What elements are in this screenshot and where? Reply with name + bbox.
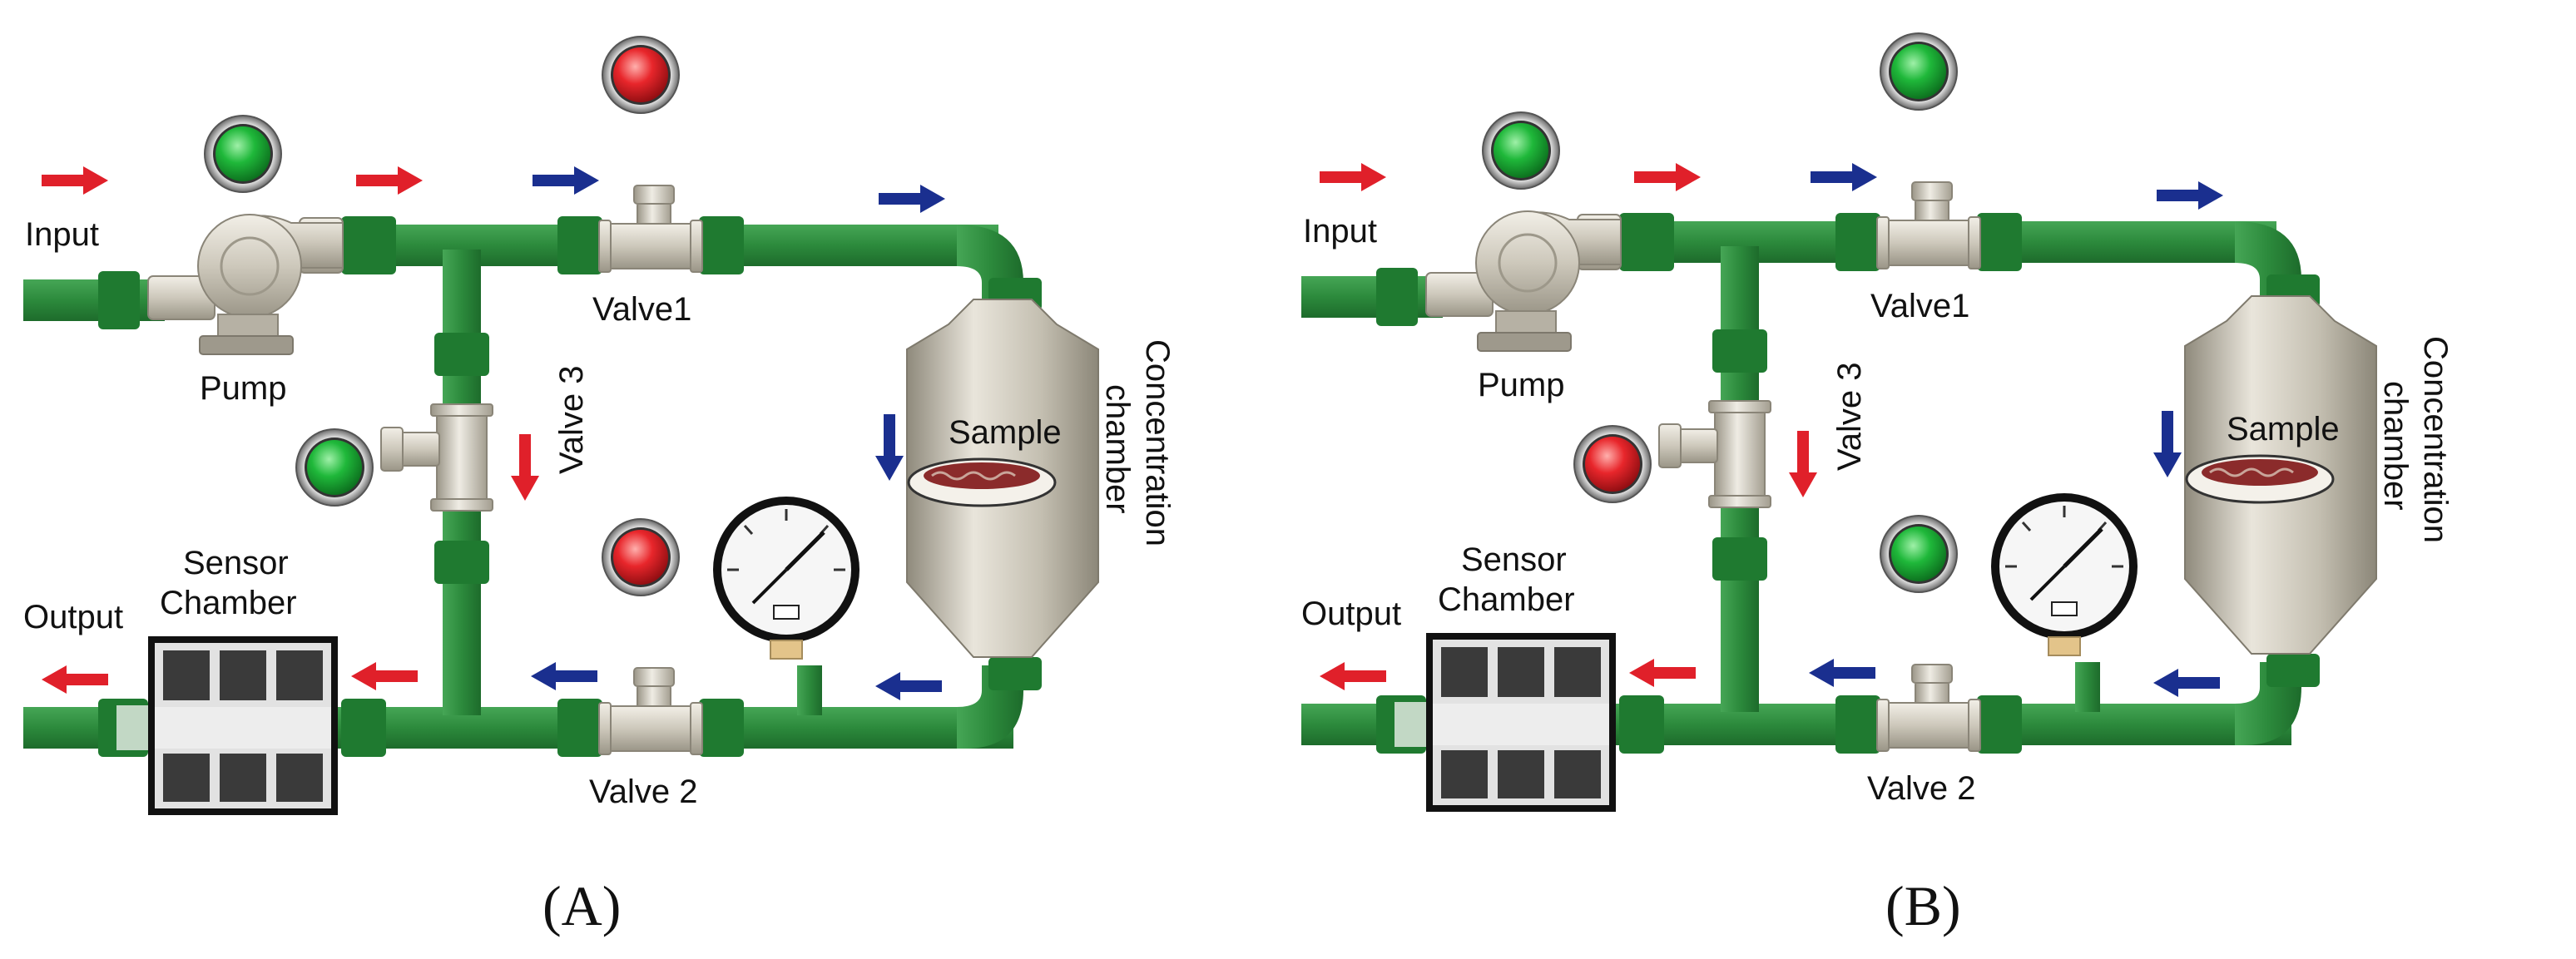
concentration-chamber-label-line1: Concentration	[1139, 339, 1176, 546]
panel-a-caption: (A)	[542, 874, 621, 937]
valve1-label: Valve1	[1870, 288, 1969, 324]
valve3-indicator-light	[295, 428, 374, 507]
pump-label: Pump	[200, 370, 287, 407]
input-label: Input	[1303, 213, 1377, 250]
valve1-label: Valve1	[592, 291, 691, 328]
panel-b-schematic	[1301, 163, 2376, 812]
valve3-indicator-light	[1573, 425, 1652, 503]
pump-indicator-light	[204, 115, 282, 193]
sample-label: Sample	[949, 414, 1062, 451]
panel-b: Input Output Pump Valve1 Valve 2 Valve 3…	[1301, 32, 2454, 937]
sample-label: Sample	[2227, 411, 2340, 447]
pump-indicator-light	[1482, 111, 1560, 190]
concentration-chamber-label-line2: chamber	[2377, 381, 2414, 511]
sensor-chamber-label-line2: Chamber	[1438, 581, 1575, 618]
sensor-chamber-label-line2: Chamber	[160, 585, 297, 621]
output-label: Output	[23, 599, 123, 635]
valve1-indicator-light	[1880, 32, 1958, 111]
panel-a-schematic	[23, 166, 1098, 815]
valve1-indicator-light	[602, 36, 680, 114]
concentration-chamber-label-line1: Concentration	[2417, 336, 2454, 543]
pump-label: Pump	[1478, 367, 1565, 403]
valve3-label: Valve 3	[1831, 363, 1868, 471]
concentration-chamber-label-line2: chamber	[1099, 384, 1136, 514]
input-label: Input	[25, 216, 99, 253]
valve2-indicator-light	[602, 518, 680, 596]
valve2-indicator-light	[1880, 515, 1958, 593]
panel-b-caption: (B)	[1885, 874, 1961, 937]
sensor-chamber-label-line1: Sensor	[1461, 541, 1567, 578]
valve2-label: Valve 2	[1867, 770, 1975, 807]
panel-a: Input Output Pump Valve1 Valve 2 Valve 3…	[23, 36, 1176, 937]
output-label: Output	[1301, 596, 1401, 632]
valve3-label: Valve 3	[553, 366, 590, 474]
sensor-chamber-label-line1: Sensor	[183, 545, 289, 581]
valve2-label: Valve 2	[589, 774, 697, 810]
